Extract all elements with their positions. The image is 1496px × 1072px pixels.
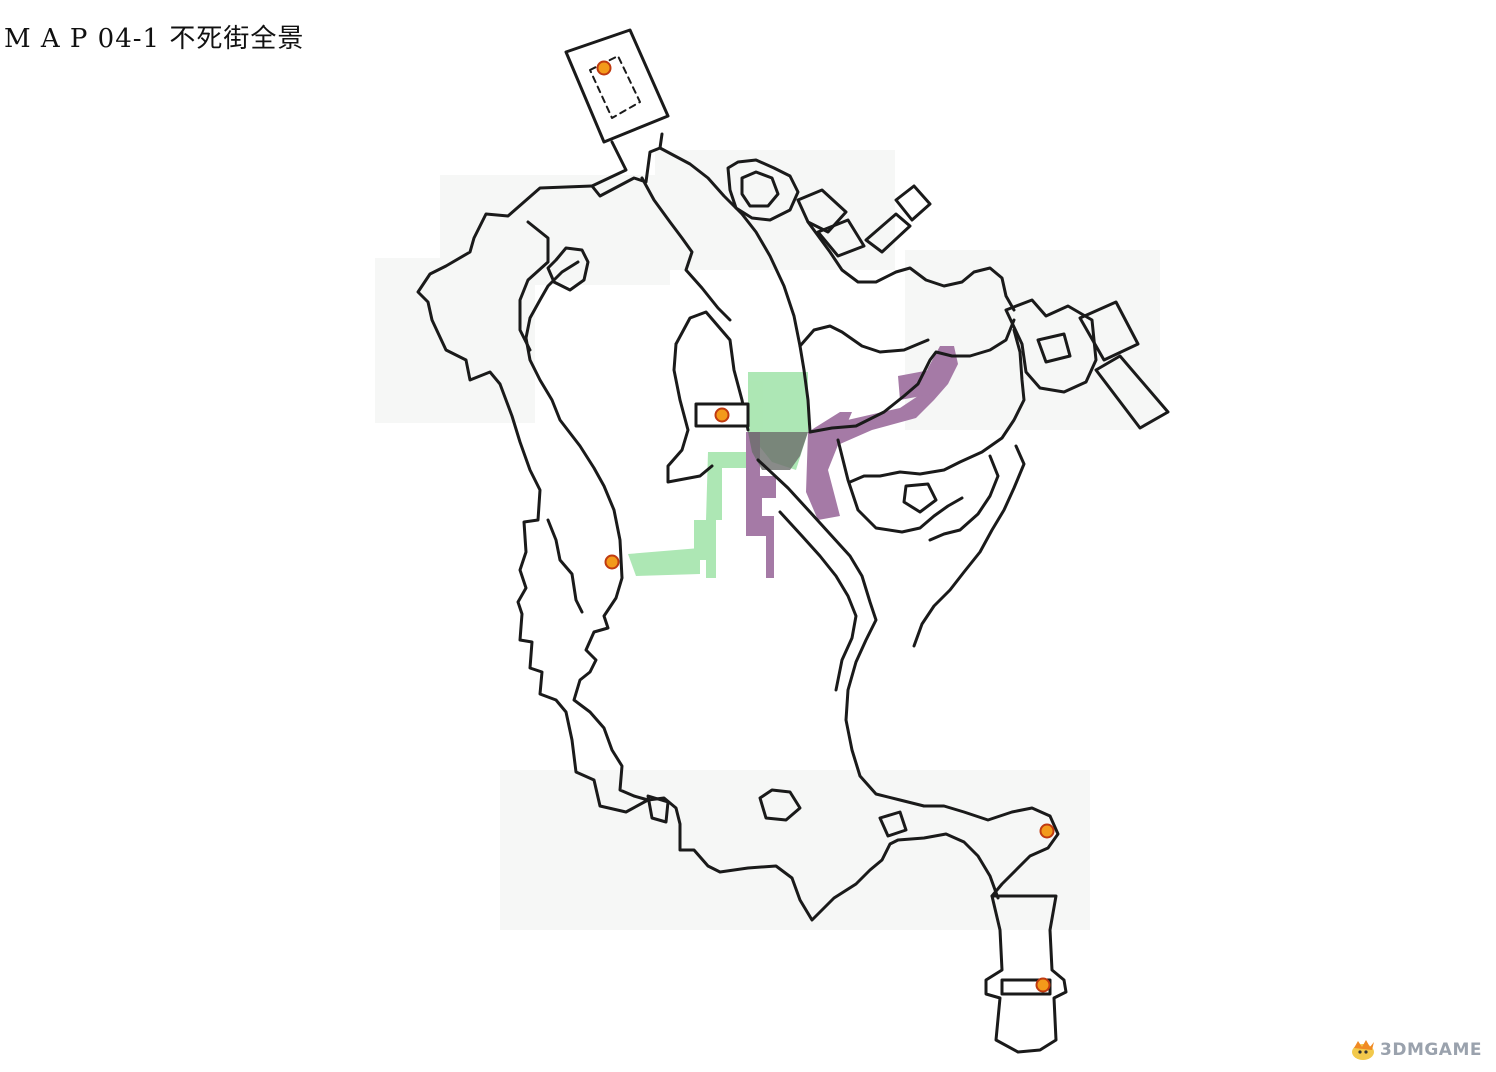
- watermark: 3DMGAME: [1350, 1038, 1482, 1062]
- map-title: M A P 04-1 不死街全景: [4, 24, 305, 54]
- marker-bonfire-top-tower[interactable]: [596, 60, 612, 76]
- watermark-text: 3DMGAME: [1380, 1040, 1482, 1060]
- marker-bonfire-east-ledge[interactable]: [1039, 823, 1055, 839]
- gray-overlap: [748, 432, 808, 470]
- marker-bonfire-west-path[interactable]: [604, 554, 620, 570]
- marker-bonfire-south-chamber[interactable]: [1035, 977, 1051, 993]
- mascot-icon: [1352, 1040, 1374, 1060]
- marker-bonfire-center-room[interactable]: [714, 407, 730, 423]
